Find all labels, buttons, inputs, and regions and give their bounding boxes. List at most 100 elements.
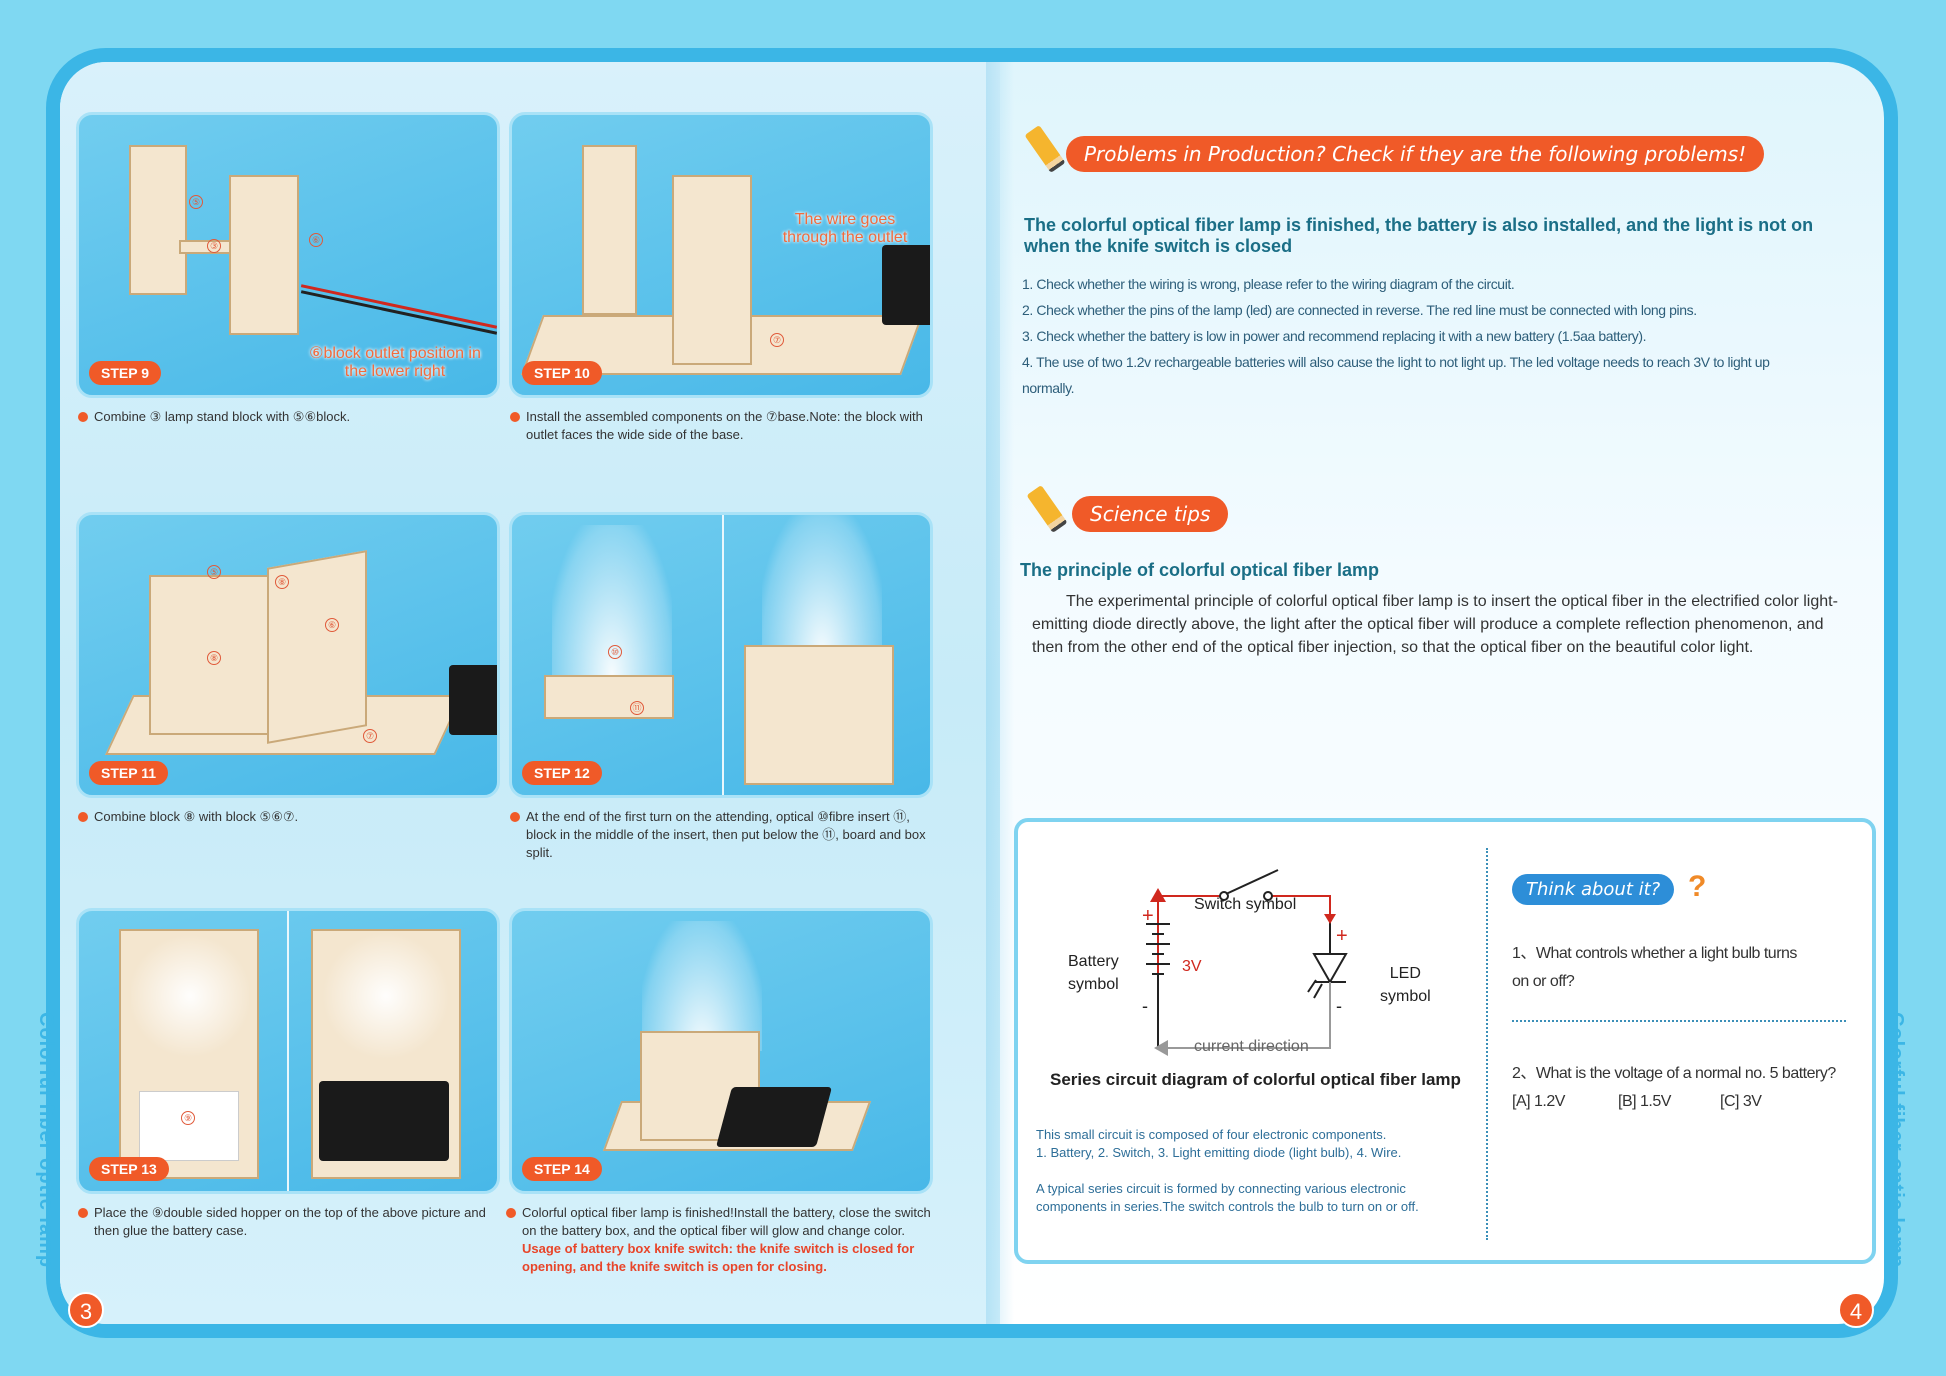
block-6-piece (229, 175, 299, 335)
problem-item-4: 4. The use of two 1.2v rechargeable batt… (1022, 354, 1770, 370)
battery-plus: + (1142, 905, 1154, 927)
part-number: ⑤ (207, 565, 221, 579)
page-number-right: 4 (1838, 1292, 1874, 1328)
science-paragraph: The experimental principle of colorful o… (1032, 593, 1838, 656)
problems-heading: The colorful optical fiber lamp is finis… (1024, 215, 1814, 256)
current-direction-label: current direction (1194, 1038, 1309, 1055)
battery-box (319, 1081, 449, 1161)
step-14-caption: Colorful optical fiber lamp is finished!… (506, 1204, 932, 1276)
battery-minus: - (1142, 996, 1148, 1016)
circuit-title: Series circuit diagram of colorful optic… (1050, 1070, 1461, 1089)
step-11-photo: ⑤ ⑧ ⑥ ⑧ ⑦ STEP 11 (76, 512, 500, 798)
circuit-note-2: 1. Battery, 2. Switch, 3. Light emitting… (1036, 1145, 1402, 1160)
led-label: LED symbol (1380, 962, 1431, 1008)
battery-box (882, 245, 930, 325)
step-badge: STEP 9 (89, 361, 161, 385)
bullet-dot (78, 812, 88, 822)
optical-fiber-bundle (762, 515, 882, 655)
answer-line (1512, 1020, 1846, 1022)
science-tips-banner: Science tips (1072, 496, 1229, 532)
problem-item-4-cont: normally. (1022, 380, 1075, 396)
step-11-caption: Combine block ⑧ with block ⑤⑥⑦. (78, 808, 498, 826)
part-number: ⑦ (363, 729, 377, 743)
double-sided-tape (139, 1091, 239, 1161)
step-12-caption: At the end of the first turn on the atte… (510, 808, 930, 862)
caption-text: Colorful optical fiber lamp is finished!… (522, 1205, 931, 1238)
part-number: ⑤ (189, 195, 203, 209)
page-number-left: 3 (68, 1292, 104, 1328)
circuit-note-1: This small circuit is composed of four e… (1036, 1127, 1387, 1142)
optical-fiber-top (131, 931, 249, 1061)
battery-label-line1: Battery (1068, 953, 1119, 970)
block-6-piece (672, 175, 752, 365)
step-badge: STEP 12 (522, 761, 602, 785)
center-fold (986, 62, 1014, 1324)
led-label-line2: symbol (1380, 988, 1431, 1005)
bullet-dot (510, 412, 520, 422)
bullet-dot (510, 812, 520, 822)
photo-divider (287, 911, 289, 1191)
part-number: ⑩ (608, 645, 622, 659)
bullet-dot (78, 412, 88, 422)
battery-label-line2: symbol (1068, 976, 1119, 993)
bullet-dot (506, 1208, 516, 1218)
option-a: [A] 1.2V (1512, 1093, 1565, 1110)
step-badge: STEP 10 (522, 361, 602, 385)
part-number: ⑦ (770, 333, 784, 347)
knife-switch-warning: Usage of battery box knife switch: the k… (522, 1241, 915, 1274)
part-number: ⑧ (207, 651, 221, 665)
question-mark-icon: ? (1688, 870, 1707, 903)
left-side-title: Colorful fiber optic lamp (35, 1012, 57, 1269)
option-c: [C] 3V (1720, 1093, 1762, 1110)
step-9-caption: Combine ③ lamp stand block with ⑤⑥block. (78, 408, 498, 426)
led-label-line1: LED (1389, 965, 1421, 982)
panel-divider (1486, 848, 1488, 1240)
insert-board (544, 675, 674, 719)
think-about-it-pill: Think about it? (1512, 874, 1675, 905)
step-10-caption: Install the assembled components on the … (510, 408, 930, 444)
step-badge: STEP 14 (522, 1157, 602, 1181)
caption-text: At the end of the first turn on the atte… (526, 809, 926, 860)
caption-text: Place the ⑨double sided hopper on the to… (94, 1205, 486, 1238)
problems-banner: Problems in Production? Check if they ar… (1066, 136, 1765, 172)
photo-divider (722, 515, 724, 795)
right-side-title: Colorful fiber optic lamp (1885, 1012, 1907, 1269)
step-9-callout: ⑥block outlet position in the lower righ… (309, 345, 481, 380)
part-number: ③ (207, 239, 221, 253)
part-number: ⑧ (275, 575, 289, 589)
question-2: 2、What is the voltage of a normal no. 5 … (1512, 1065, 1836, 1082)
bullet-dot (78, 1208, 88, 1218)
problem-item-3: 3. Check whether the battery is low in p… (1022, 328, 1647, 344)
assembled-box (744, 645, 894, 785)
step-9-photo: ⑤ ③ ⑥ ⑥block outlet position in the lowe… (76, 112, 500, 398)
switch-label: Switch symbol (1194, 896, 1297, 913)
led-minus: - (1336, 996, 1342, 1016)
step-10-callout: The wire goes through the outlet (782, 211, 908, 246)
part-number: ⑨ (181, 1111, 195, 1125)
step-badge: STEP 13 (89, 1157, 169, 1181)
optical-fiber-bundle (642, 921, 762, 1051)
part-number: ⑪ (630, 701, 644, 715)
wire-red (300, 284, 497, 329)
battery-box (449, 665, 497, 735)
battery-label: Battery symbol (1068, 950, 1119, 996)
caption-text: Install the assembled components on the … (526, 409, 923, 442)
question-1-line1: 1、What controls whether a light bulb tur… (1512, 945, 1797, 962)
voltage-label: 3V (1182, 958, 1202, 975)
step-10-photo: ⑦ The wire goes through the outlet STEP … (509, 112, 933, 398)
science-heading: The principle of colorful optical fiber … (1020, 560, 1380, 580)
led-plus: + (1336, 925, 1348, 947)
part-number: ⑥ (309, 233, 323, 247)
assembled-box (640, 1031, 760, 1141)
block-5-piece (582, 145, 637, 315)
step-14-photo: STEP 14 (509, 908, 933, 1194)
step-13-caption: Place the ⑨double sided hopper on the to… (78, 1204, 498, 1240)
circuit-panel: + - + - Switch symbol Battery symbol 3V … (1014, 818, 1876, 1264)
step-badge: STEP 11 (89, 761, 169, 785)
option-b: [B] 1.5V (1618, 1093, 1671, 1110)
step-12-photo: ⑩ ⑪ STEP 12 (509, 512, 933, 798)
battery-box (715, 1087, 833, 1147)
circuit-note-3: A typical series circuit is formed by co… (1036, 1181, 1406, 1196)
step-13-photo: ⑨ STEP 13 (76, 908, 500, 1194)
problem-item-1: 1. Check whether the wiring is wrong, pl… (1022, 276, 1515, 292)
